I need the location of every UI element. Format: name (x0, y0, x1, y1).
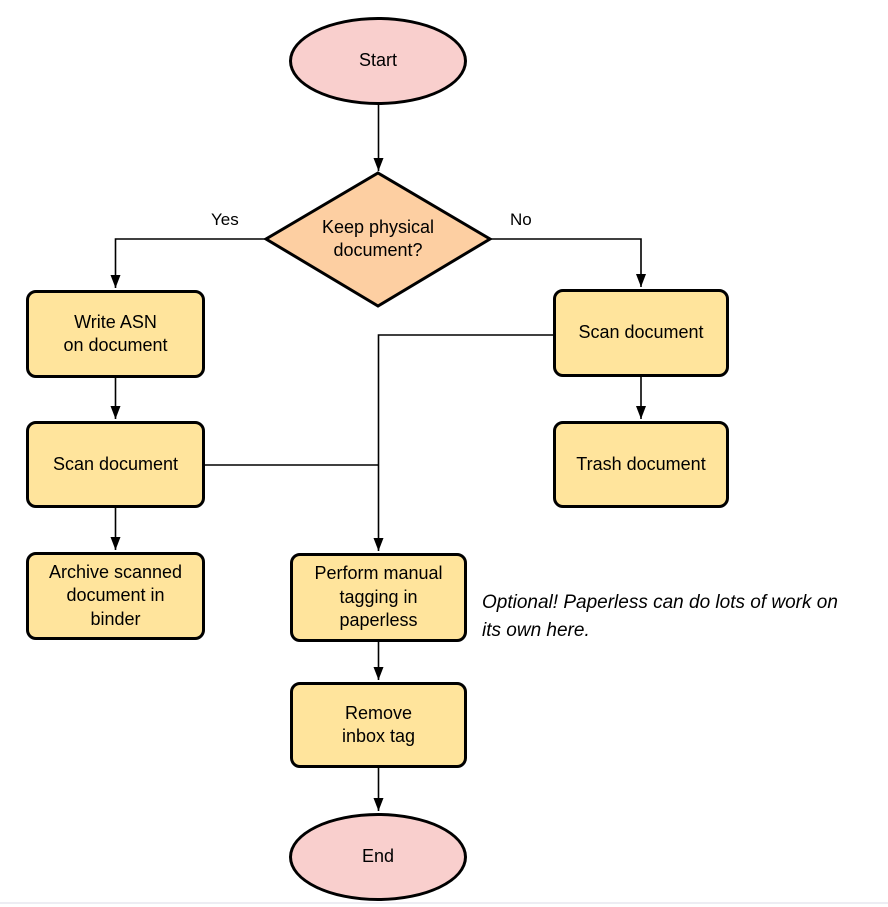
node-decision-keep-physical: Keep physical document? (278, 206, 478, 272)
page-bottom-divider (0, 902, 888, 904)
node-trash-document-label: Trash document (576, 453, 706, 474)
node-archive-binder-label: Archive scanned document in binder (48, 561, 183, 629)
decision-keep-physical-shape (263, 171, 493, 308)
edge-decision-yes-to-write-asn (110, 238, 266, 288)
edge-decision-no-to-scan-right (490, 238, 646, 287)
node-scan-document-right-label: Scan document (578, 322, 704, 343)
node-scan-document-left-label: Scan document (52, 453, 179, 474)
node-write-asn-label: Write ASN on document (63, 311, 168, 355)
node-end-label: End (361, 846, 395, 867)
node-scan-document-left: Scan document (26, 421, 205, 508)
edge-scan-right-to-tagging (373, 334, 553, 551)
node-trash-document: Trash document (553, 421, 729, 508)
optional-note: Optional! Paperless can do lots of work … (482, 592, 838, 641)
node-end: End (289, 813, 467, 901)
node-scan-document-right: Scan document (553, 289, 729, 377)
node-manual-tagging-label: Perform manual tagging in paperless (314, 563, 443, 631)
edge-label-no: No (508, 210, 534, 230)
node-write-asn: Write ASN on document (26, 290, 205, 378)
node-remove-inbox-tag-label: Remove inbox tag (341, 702, 416, 746)
node-remove-inbox-tag: Remove inbox tag (290, 682, 467, 768)
node-start-label: Start (358, 50, 397, 71)
node-start: Start (289, 17, 467, 105)
node-decision-label: Keep physical document? (321, 216, 435, 260)
edge-label-yes: Yes (209, 210, 241, 230)
node-archive-binder: Archive scanned document in binder (26, 552, 205, 640)
node-manual-tagging: Perform manual tagging in paperless (290, 553, 467, 642)
